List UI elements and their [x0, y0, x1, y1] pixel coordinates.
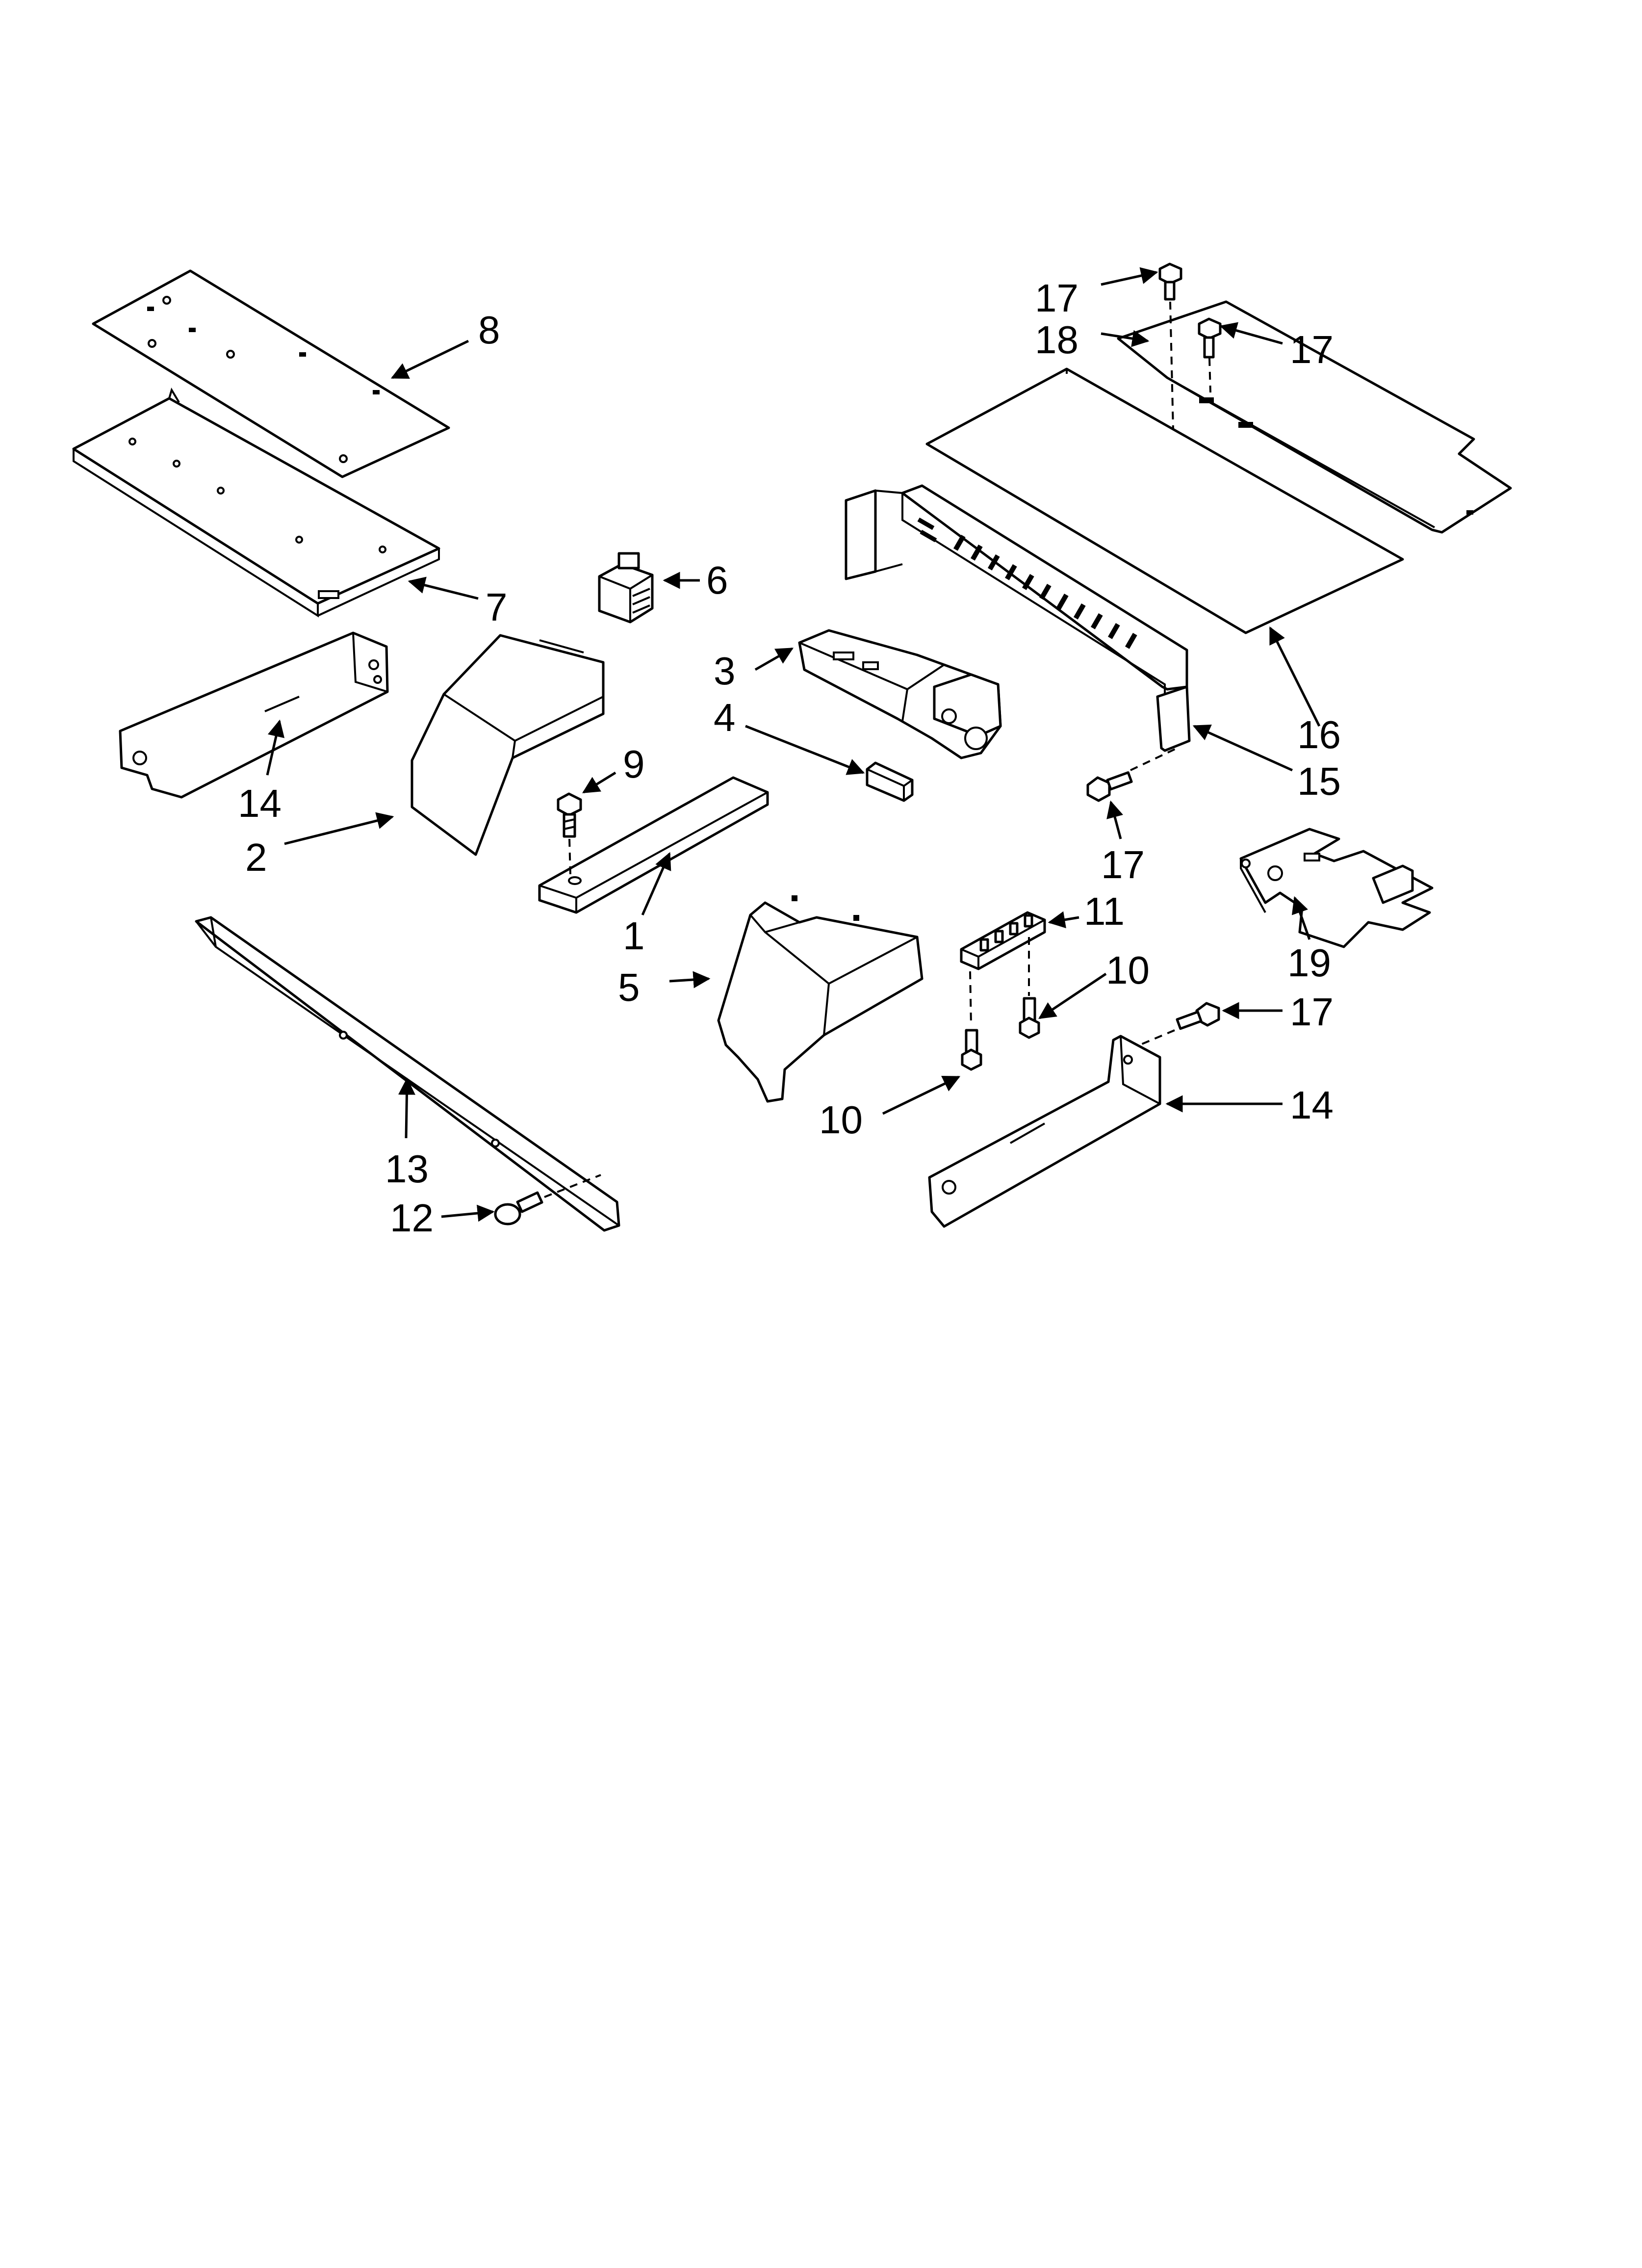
callout-9: 9	[623, 742, 645, 786]
callout-10-upper: 10	[1106, 948, 1150, 992]
callout-14-right: 14	[1290, 1083, 1334, 1127]
part-4-connector	[866, 761, 914, 802]
callout-17-mid: 17	[1101, 843, 1145, 886]
part-2-duct	[410, 634, 605, 856]
part-17-screw-top-a	[1158, 262, 1182, 430]
callout-7: 7	[486, 585, 508, 629]
leader-lines	[266, 267, 1321, 1222]
callout-2: 2	[245, 835, 267, 879]
callout-17-top-a: 17	[1035, 276, 1078, 320]
part-13-long-rail	[195, 916, 620, 1232]
part-17-screw-right	[1128, 1002, 1220, 1051]
part-7-tray	[72, 388, 440, 618]
part-16-top-sheet	[925, 367, 1404, 634]
callout-17-right: 17	[1290, 990, 1334, 1034]
callout-6: 6	[706, 558, 728, 602]
part-19-plate	[1239, 828, 1434, 948]
part-15-vent-panel	[845, 484, 1191, 752]
callout-15: 15	[1297, 759, 1341, 803]
part-11-terminal-block	[960, 911, 1046, 1026]
part-10-screw-a	[961, 1029, 982, 1071]
callout-17-top-b: 17	[1290, 328, 1334, 371]
callout-19: 19	[1287, 941, 1331, 985]
callout-1: 1	[623, 914, 645, 958]
part-5-shield	[717, 895, 924, 1103]
callout-10-lower: 10	[819, 1098, 863, 1142]
part-10-screw-b	[1019, 997, 1040, 1039]
part-14-right-bracket	[928, 1035, 1161, 1228]
callout-labels: 8 7 6 3 4 9 2 14 1 5 13 12 11 10 10 17 1…	[238, 276, 1341, 1240]
callout-18: 18	[1035, 318, 1078, 362]
part-9-screw	[557, 792, 582, 876]
part-18-cover	[1117, 300, 1512, 534]
part-8-top-panel	[92, 269, 450, 478]
callout-13: 13	[385, 1147, 429, 1191]
callout-14-left: 14	[238, 782, 282, 825]
part-17-screw-mid	[1086, 747, 1178, 802]
part-3-module	[798, 629, 1002, 759]
callout-11: 11	[1084, 889, 1125, 933]
callout-8: 8	[478, 308, 500, 352]
part-1-rail	[538, 776, 769, 914]
vent-slots	[953, 535, 1137, 649]
callout-4: 4	[714, 696, 736, 739]
part-14-left-bracket	[119, 631, 389, 799]
callout-3: 3	[714, 649, 736, 693]
part-6-transformer	[598, 552, 654, 624]
callout-12: 12	[390, 1196, 434, 1240]
callout-5: 5	[618, 965, 640, 1009]
callout-16: 16	[1297, 713, 1341, 756]
part-12-screw	[494, 1174, 601, 1225]
part-17-screw-top-b	[1198, 317, 1222, 393]
